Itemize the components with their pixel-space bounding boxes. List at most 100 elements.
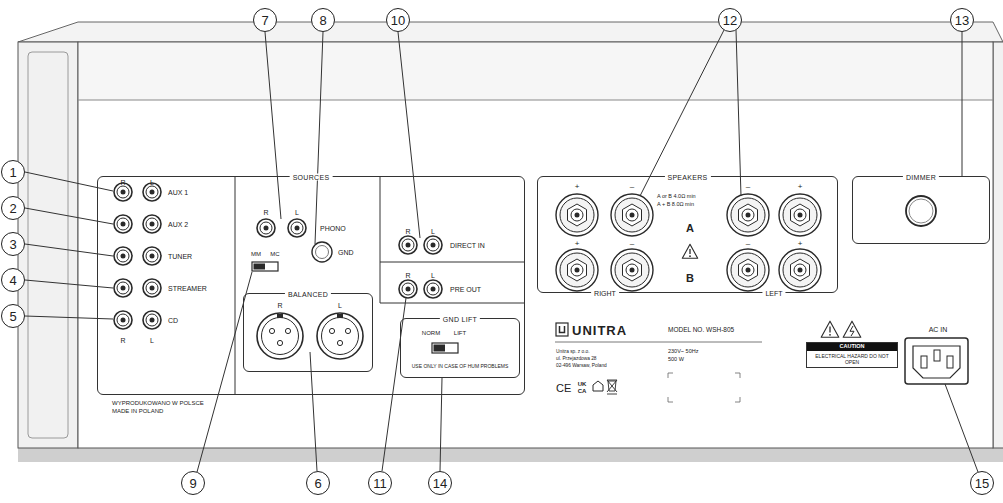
label-area-marks — [668, 373, 740, 402]
post-flange — [556, 249, 598, 291]
panel-heading: DIMMER — [903, 174, 939, 181]
chassis-lid — [18, 22, 1003, 42]
post-hole — [746, 268, 751, 273]
maker-address: Unitra sp. z o.o. — [556, 350, 590, 355]
impedance-note: A + B 8.0Ω min — [657, 202, 694, 208]
jack-body — [143, 183, 161, 201]
callout-number: 15 — [975, 477, 989, 490]
usage-note: USE ONLY IN CASE OF HUM PROBLEMS — [412, 364, 509, 369]
jack-pin — [121, 286, 126, 291]
post-hole-ring — [571, 209, 583, 221]
polarity-mark: – — [630, 183, 634, 191]
jack-ring — [427, 283, 439, 295]
xlr-body — [257, 313, 303, 359]
panel-heading: GND LIFT — [440, 316, 480, 323]
post-hole-ring — [794, 264, 806, 276]
jack-body — [424, 280, 442, 298]
leader-line — [265, 32, 281, 219]
callout-circle: 2 — [1, 196, 25, 220]
jack-body — [143, 247, 161, 265]
rca-jack — [424, 236, 442, 254]
jack-pin — [121, 190, 126, 195]
logo-icon — [556, 323, 568, 336]
rca-jack — [143, 183, 161, 201]
post-hole — [630, 213, 635, 218]
ukca-mark: UK — [578, 381, 587, 387]
jack-body — [288, 219, 306, 237]
ce-mark: CE — [556, 383, 571, 394]
warning-triangle — [682, 244, 697, 258]
ground-terminal-ring — [316, 246, 329, 259]
post-hole-ring — [742, 209, 754, 221]
callout-number: 2 — [9, 202, 16, 215]
polarity-mark: + — [798, 240, 803, 248]
leader-line — [945, 384, 978, 472]
rca-jack — [143, 311, 161, 329]
logo-icon-mark — [560, 326, 565, 333]
binding-post — [779, 194, 821, 236]
jack-body — [114, 279, 132, 297]
jack-ring — [117, 282, 129, 294]
post-hole — [798, 268, 803, 273]
warning-triangle — [821, 321, 839, 337]
leader-line — [25, 316, 113, 319]
jack-body — [143, 215, 161, 233]
leader-line — [310, 352, 317, 471]
leader-line — [398, 32, 420, 238]
channel-letter: L — [431, 272, 435, 279]
rca-jack — [288, 219, 306, 237]
warning-symbol — [682, 244, 697, 258]
jack-pin — [150, 254, 155, 259]
warning-symbol — [821, 321, 839, 337]
jack-pin — [406, 243, 411, 248]
post-cap — [731, 198, 765, 232]
channel-letter: L — [150, 179, 154, 186]
binding-post — [611, 249, 653, 291]
weee-bin-icon — [607, 380, 617, 394]
post-flange — [727, 194, 769, 236]
back-panel — [78, 42, 993, 448]
jack-ring — [402, 283, 414, 295]
post-flange — [727, 249, 769, 291]
input-name: AUX 2 — [168, 221, 188, 228]
channel-letter: L — [295, 209, 299, 216]
iec-pin — [934, 350, 940, 361]
post-flange — [779, 249, 821, 291]
panel-heading: BALANCED — [285, 291, 331, 298]
leader-line — [640, 30, 724, 196]
switch-body — [252, 262, 278, 271]
jack-ring — [291, 222, 303, 234]
post-nut — [623, 259, 642, 281]
input-name: CD — [168, 317, 178, 324]
post-nut — [568, 259, 587, 281]
channel-name: RIGHT — [591, 290, 619, 297]
output-name: PRE OUT — [450, 286, 481, 293]
xlr-pin — [277, 340, 282, 345]
post-hole-ring — [571, 264, 583, 276]
polarity-mark: + — [575, 240, 580, 248]
jack-pin — [150, 286, 155, 291]
jack-body — [143, 279, 161, 297]
callout-number: 1 — [9, 166, 16, 179]
jack-pin — [295, 226, 300, 231]
switch-body — [432, 343, 458, 353]
xlr-pin — [269, 328, 274, 333]
lightning-mark — [850, 326, 854, 336]
rca-jack — [424, 280, 442, 298]
channel-letter: R — [405, 272, 410, 279]
post-nut — [623, 204, 642, 226]
xlr-connector — [317, 313, 363, 359]
channel-letter: R — [120, 337, 125, 344]
xlr-latch — [337, 314, 343, 318]
callout-number: 8 — [319, 14, 326, 27]
jack-pin — [121, 222, 126, 227]
jack-body — [399, 236, 417, 254]
panel-divider — [235, 176, 236, 395]
binding-post — [727, 194, 769, 236]
input-name: AUX 1 — [168, 189, 188, 196]
rca-jack — [399, 280, 417, 298]
origin-note: WYPRODUKOWANO W POLSCE — [112, 400, 204, 406]
post-nut — [791, 204, 810, 226]
